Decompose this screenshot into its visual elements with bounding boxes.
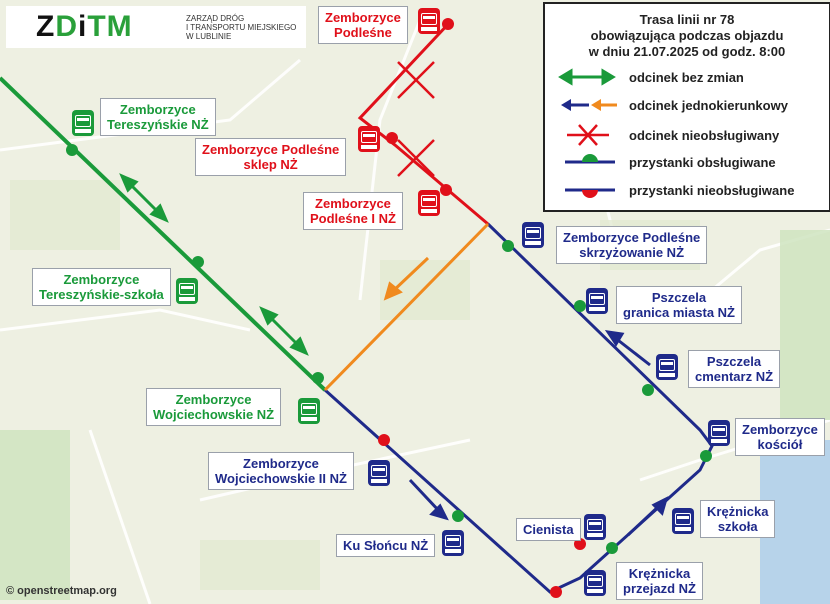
legend-title: Trasa linii nr 78 obowiązująca podczas o… <box>545 12 829 60</box>
green-double-arrow-icon <box>119 173 309 356</box>
bus-stop-sign-icon <box>358 126 380 152</box>
bus-stop-sign-icon <box>656 354 678 380</box>
legend-title-line: obowiązująca podczas objazdu <box>590 28 784 43</box>
stop-dot <box>312 372 324 384</box>
stop-dot <box>378 434 390 446</box>
bus-stop-sign-icon <box>72 110 94 136</box>
blue-orange-arrows-icon <box>561 99 617 111</box>
logo-letter: T <box>87 10 107 43</box>
orange-one-way-arrow-icon <box>383 256 430 301</box>
zdtm-logo: ZDiTM ZARZĄD DRÓG I TRANSPORTU MIEJSKIEG… <box>6 6 306 48</box>
bus-stop-sign-icon <box>584 570 606 596</box>
bus-stop-sign-icon <box>586 288 608 314</box>
stop-dot <box>66 144 78 156</box>
blue-line-green-dot-icon <box>565 154 615 164</box>
logo-letter: M <box>106 10 133 43</box>
attribution[interactable]: © openstreetmap.org <box>6 585 117 597</box>
bus-stop-sign-icon <box>522 222 544 248</box>
legend-item-served-stops: przystanki obsługiwane <box>629 155 776 170</box>
one-way-orange-line <box>323 222 490 392</box>
stop-markers <box>66 18 712 598</box>
stop-label-cienista: Cienista <box>516 518 581 541</box>
logo-letter: Z <box>36 10 56 43</box>
blue-line-red-dot-icon <box>565 188 615 198</box>
stop-dot <box>642 384 654 396</box>
not-served-cross-icon <box>397 61 435 177</box>
logo-org-line: ZARZĄD DRÓG <box>186 14 245 23</box>
logo-letter: D <box>55 10 78 43</box>
stop-dot <box>574 538 586 550</box>
bus-stop-sign-icon <box>442 530 464 556</box>
bus-stop-sign-icon <box>708 420 730 446</box>
bus-stop-sign-icon <box>418 8 440 34</box>
unchanged-route-line <box>0 76 327 392</box>
legend-title-line: Trasa linii nr 78 <box>639 12 735 27</box>
legend-symbols <box>558 68 617 198</box>
stop-dot <box>442 18 454 30</box>
blue-one-way-arrow-icon <box>408 330 669 537</box>
legend-title-line: w dniu 21.07.2025 od godz. 8:00 <box>588 44 786 59</box>
stop-dot <box>192 256 204 268</box>
bus-stop-sign-icon <box>298 398 320 424</box>
logo-org-line: W LUBLINIE <box>186 32 232 41</box>
bus-stop-sign-icon <box>584 514 606 540</box>
bus-stop-sign-icon <box>418 190 440 216</box>
bus-stop-sign-icon <box>672 508 694 534</box>
stop-label-ku-sloncu: Ku Słońcu NŻ <box>336 534 436 557</box>
red-cross-icon <box>567 124 609 146</box>
legend-item-not-served-stops: przystanki nieobsługiwane <box>629 183 795 198</box>
legend-item-one-way: odcinek jednokierunkowy <box>629 98 788 113</box>
stop-dot <box>386 132 398 144</box>
logo-letter: i <box>78 10 88 43</box>
legend: Trasa linii nr 78 obowiązująca podczas o… <box>543 2 830 212</box>
stop-dot <box>440 184 452 196</box>
stop-dot <box>452 510 464 522</box>
stop-dot <box>502 240 514 252</box>
legend-item-not-served-segment: odcinek nieobsługiwany <box>629 128 780 143</box>
legend-item-unchanged: odcinek bez zmian <box>629 70 744 85</box>
stop-dot <box>550 586 562 598</box>
stop-dot <box>606 542 618 554</box>
logo-org-name: ZARZĄD DRÓG I TRANSPORTU MIEJSKIEGO W LU… <box>186 14 296 41</box>
stop-dot <box>700 450 712 462</box>
green-double-arrow-icon <box>558 68 616 86</box>
bus-stop-sign-icon <box>368 460 390 486</box>
stop-dot <box>574 300 586 312</box>
forest-areas <box>0 230 830 600</box>
logo-mark: ZDiTM <box>36 10 133 44</box>
logo-org-line: I TRANSPORTU MIEJSKIEGO <box>186 23 297 32</box>
bus-stop-sign-icon <box>176 278 198 304</box>
